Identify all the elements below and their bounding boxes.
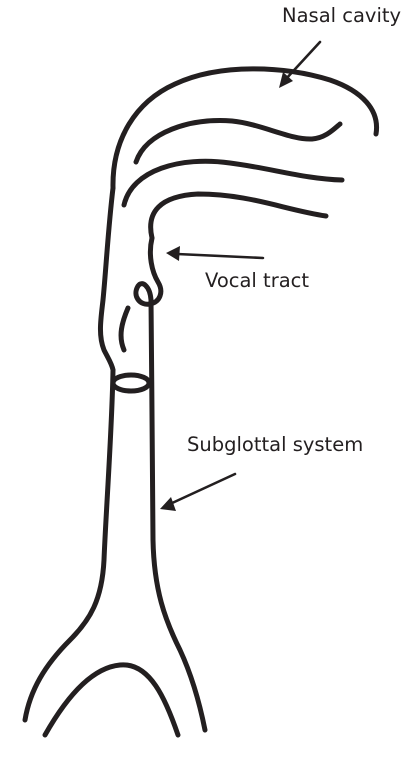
vocal-tract-pointer-line: [177, 254, 263, 258]
bronchi-carina: [45, 665, 178, 735]
nasal-cavity-annotation: Nasal cavity: [279, 4, 401, 88]
subglottal-system-pointer-line: [170, 474, 235, 504]
subglottal-system-annotation: Subglottal system: [160, 433, 363, 511]
subglottal-system-label: Subglottal system: [187, 433, 363, 456]
vocal-tract-label: Vocal tract: [205, 269, 309, 292]
anterior-pharynx-wall: [136, 238, 161, 304]
glottis-ring: [113, 375, 149, 391]
trachea-right-wall: [151, 300, 205, 730]
vocal-tract-arrowhead: [166, 246, 180, 261]
nasal-turbinate-upper: [136, 121, 340, 162]
vocal-tract-annotation: Vocal tract: [166, 246, 309, 292]
larynx-notch: [121, 308, 128, 350]
trachea-left-wall: [25, 370, 113, 720]
subglottal-system-arrowhead: [160, 497, 176, 511]
posterior-pharynx-wall: [100, 188, 113, 370]
subglottal-system-outline: [25, 300, 205, 735]
oral-cavity-roof: [151, 194, 326, 238]
nasal-cavity-label: Nasal cavity: [282, 4, 401, 27]
nasal-cavity-outline: [113, 69, 377, 238]
